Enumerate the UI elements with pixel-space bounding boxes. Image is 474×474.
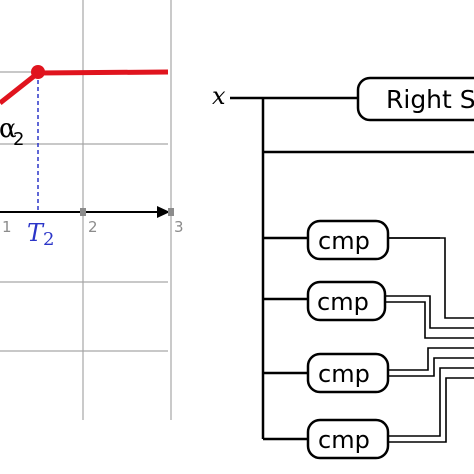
red-curve [0,69,169,105]
comparator-box: cmp [306,418,390,460]
x-axis-tick-mark [168,208,174,216]
x-axis-tick-mark [80,208,86,216]
output-wire [388,347,474,371]
tick-label-2: 2 [88,218,98,236]
slope-label-main: α [0,114,17,144]
comparator-box-border [306,280,387,322]
x-axis: 1 2 3 [0,206,184,236]
comparator-output-wires [385,237,474,443]
comparator-label: cmp [317,288,369,316]
point-label-subscript: 2 [43,229,54,250]
x-axis-arrowhead [157,206,170,218]
comparator-label: cmp [318,227,370,255]
output-wire [388,377,474,443]
comparator-box: cmp [306,352,390,394]
kink-point-marker [31,65,45,79]
output-wire [388,357,474,377]
comparator-box-border [306,219,390,261]
comparator-box: cmp [306,280,387,322]
slope-label: α 2 [0,114,24,150]
tick-label-1: 1 [2,218,12,236]
output-wire [385,295,474,329]
point-label-main: T [27,219,45,247]
right-s-box-label: Right S [386,85,474,114]
comparator-label: cmp [318,426,370,454]
comparator-label: cmp [318,360,370,388]
right-s-box-border [356,76,474,122]
output-wire [388,237,474,319]
output-wire [385,301,474,339]
comparator-box-border [306,418,390,460]
comparator-box: cmp [306,219,390,261]
right-s-box: Right S [356,76,474,122]
network-panel: x Right S [212,76,474,460]
point-label: T 2 [27,219,54,250]
slope-label-subscript: 2 [13,129,24,150]
output-wire [388,367,474,437]
input-label: x [212,82,226,110]
comparator-box-border [306,352,390,394]
tick-label-3: 3 [174,218,184,236]
plot-panel: 1 2 3 α 2 T 2 [0,0,184,420]
wires [230,96,474,441]
